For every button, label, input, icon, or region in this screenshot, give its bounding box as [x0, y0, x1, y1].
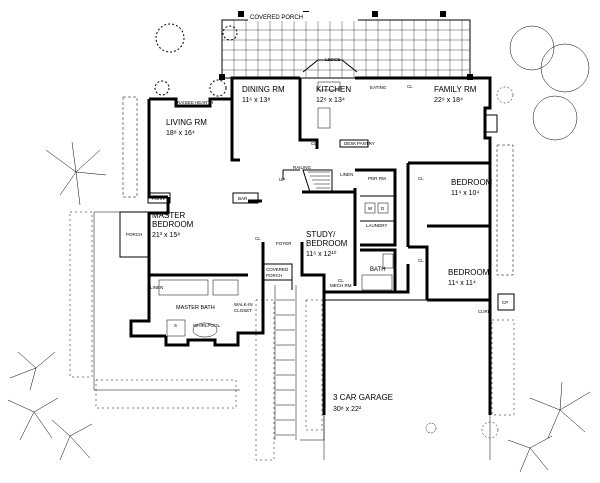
closet-bed2-label: CL [418, 258, 424, 263]
master-bedroom-name-2: BEDROOM [152, 220, 194, 229]
pantry-label: PANTRY [357, 141, 375, 146]
landscape-decor [7, 23, 591, 473]
covered-porch-entry-label-2: PORCH [266, 273, 282, 278]
porch-label: PORCH [126, 232, 142, 237]
pdr-rm-label: PDR RM [368, 176, 386, 181]
raised-hearth-label: RAISED HEARTH [177, 100, 213, 105]
master-bedroom-name: MASTER [152, 211, 186, 220]
garage-dim: 30⁸ x 22² [333, 406, 362, 413]
study-name-2: BEDROOM [306, 239, 348, 248]
bath-label: BATH [370, 267, 386, 273]
laundry-label: LAUNDRY [366, 223, 387, 228]
master-bedroom-dim: 21³ x 15⁸ [152, 232, 180, 239]
closet-family-label: CL [407, 84, 413, 89]
closet-bed1-label: CL [418, 176, 424, 181]
dining-room-dim: 11⁶ x 13⁸ [242, 97, 270, 104]
bedroom-lower-dim: 11⁴ x 11⁴ [448, 280, 476, 287]
furn-label: FURN [152, 196, 165, 201]
garage-name: 3 CAR GARAGE [333, 393, 393, 402]
dryer-label: D [381, 206, 385, 211]
mech-rm-label: MECH RM [330, 283, 352, 288]
covered-porch-top: COVERED PORCH [219, 11, 473, 80]
annotation-labels: RAISED HEARTH LEDGE EATING DESK PANTRY R… [126, 57, 508, 328]
ledge-label: LEDGE [325, 57, 340, 62]
covered-porch-top-label: COVERED PORCH [250, 15, 303, 21]
closet-walk-in-label: CLOSET [234, 308, 252, 313]
master-bath-label: MASTER BATH [176, 305, 215, 311]
linen-hall-label: LINEN [340, 172, 353, 177]
living-room-name: LIVING RM [166, 118, 207, 127]
dining-room-name: DINING RM [242, 85, 285, 94]
living-room-dim: 18⁸ x 16⁴ [166, 130, 195, 137]
bedroom-upper-name: BEDROOM [451, 178, 493, 187]
kitchen-dim: 12⁶ x 13⁴ [316, 97, 345, 104]
closet-study-label: CL [338, 278, 344, 283]
study-dim: 11⁶ x 12¹⁰ [306, 250, 337, 258]
kitchen-name: KITCHEN [316, 85, 351, 94]
closet-foyer-label: CL [255, 236, 261, 241]
foyer-label: FOYER [276, 241, 292, 246]
walk-in-label: WALK-IN [234, 302, 253, 307]
exterior-walls [93, 59, 515, 460]
bedroom-upper-dim: 11⁴ x 10⁴ [451, 190, 479, 197]
bedroom-lower-name: BEDROOM [448, 268, 490, 277]
railing-label: RAILING [293, 165, 312, 170]
curb-label: CURB [478, 309, 491, 314]
eating-label: EATING [370, 85, 387, 90]
closet-kitchen-label: CL [311, 141, 317, 146]
cp-label: CP [502, 300, 508, 305]
family-room-name: FAMILY RM [434, 85, 477, 94]
covered-porch-entry-label: COVERED [266, 267, 289, 272]
shower-label: S [174, 323, 177, 328]
up-label: UP [279, 177, 285, 182]
family-room-dim: 22⁹ x 18⁴ [434, 97, 463, 104]
washer-label: W [368, 206, 373, 211]
desk-label: DESK [344, 141, 356, 146]
bar-label: BAR [238, 196, 248, 201]
study-name: STUDY/ [306, 230, 336, 239]
room-labels: DINING RM 11⁶ x 13⁸ KITCHEN 12⁶ x 13⁴ FA… [152, 85, 493, 413]
linen-master-label: LINEN [150, 285, 163, 290]
whirlpool-label: WHIRLPOOL [193, 323, 221, 328]
